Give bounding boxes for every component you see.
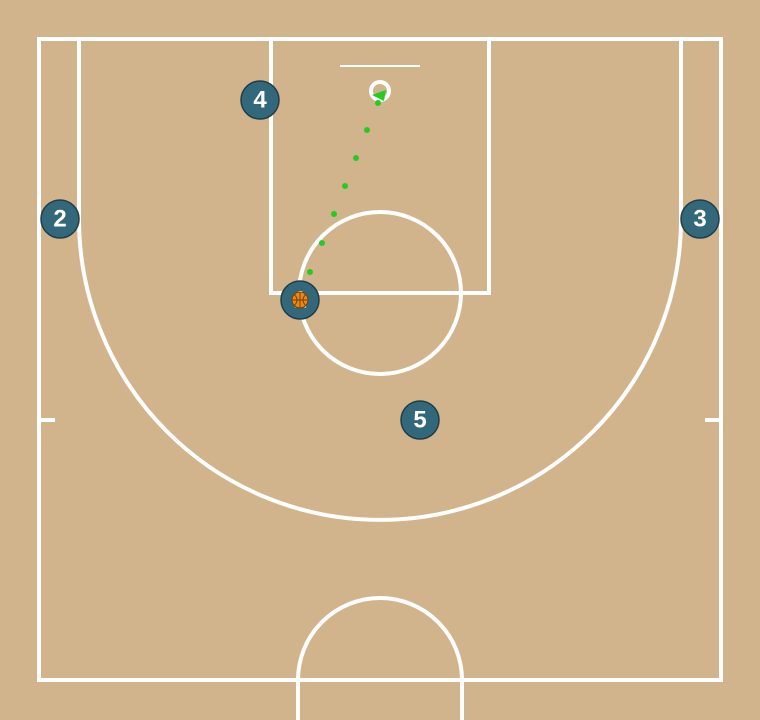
arrowhead-icon: [372, 90, 386, 101]
player-label: 4: [253, 87, 267, 114]
shot-path-dot: [307, 269, 313, 275]
player-2[interactable]: 2: [40, 199, 80, 239]
shot-path-dot: [375, 100, 381, 106]
player-3[interactable]: 3: [680, 199, 720, 239]
player-5[interactable]: 5: [400, 400, 440, 440]
shot-path-dot: [331, 211, 337, 217]
center-circle: [296, 596, 464, 720]
shot-path-dot: [364, 127, 370, 133]
player-1[interactable]: 1: [280, 280, 320, 320]
shot-path-dot: [319, 240, 325, 246]
basketball-icon: [291, 291, 309, 309]
key-paint: [269, 37, 491, 295]
shot-path: [307, 90, 386, 275]
player-4[interactable]: 4: [240, 80, 280, 120]
three-point-line: [77, 39, 683, 522]
hoop-icon: [369, 80, 391, 102]
player-label: 2: [53, 206, 66, 233]
player-label: 3: [693, 206, 706, 233]
player-label: 5: [413, 407, 426, 434]
shot-path-dot: [342, 183, 348, 189]
shot-path-dot: [353, 155, 359, 161]
